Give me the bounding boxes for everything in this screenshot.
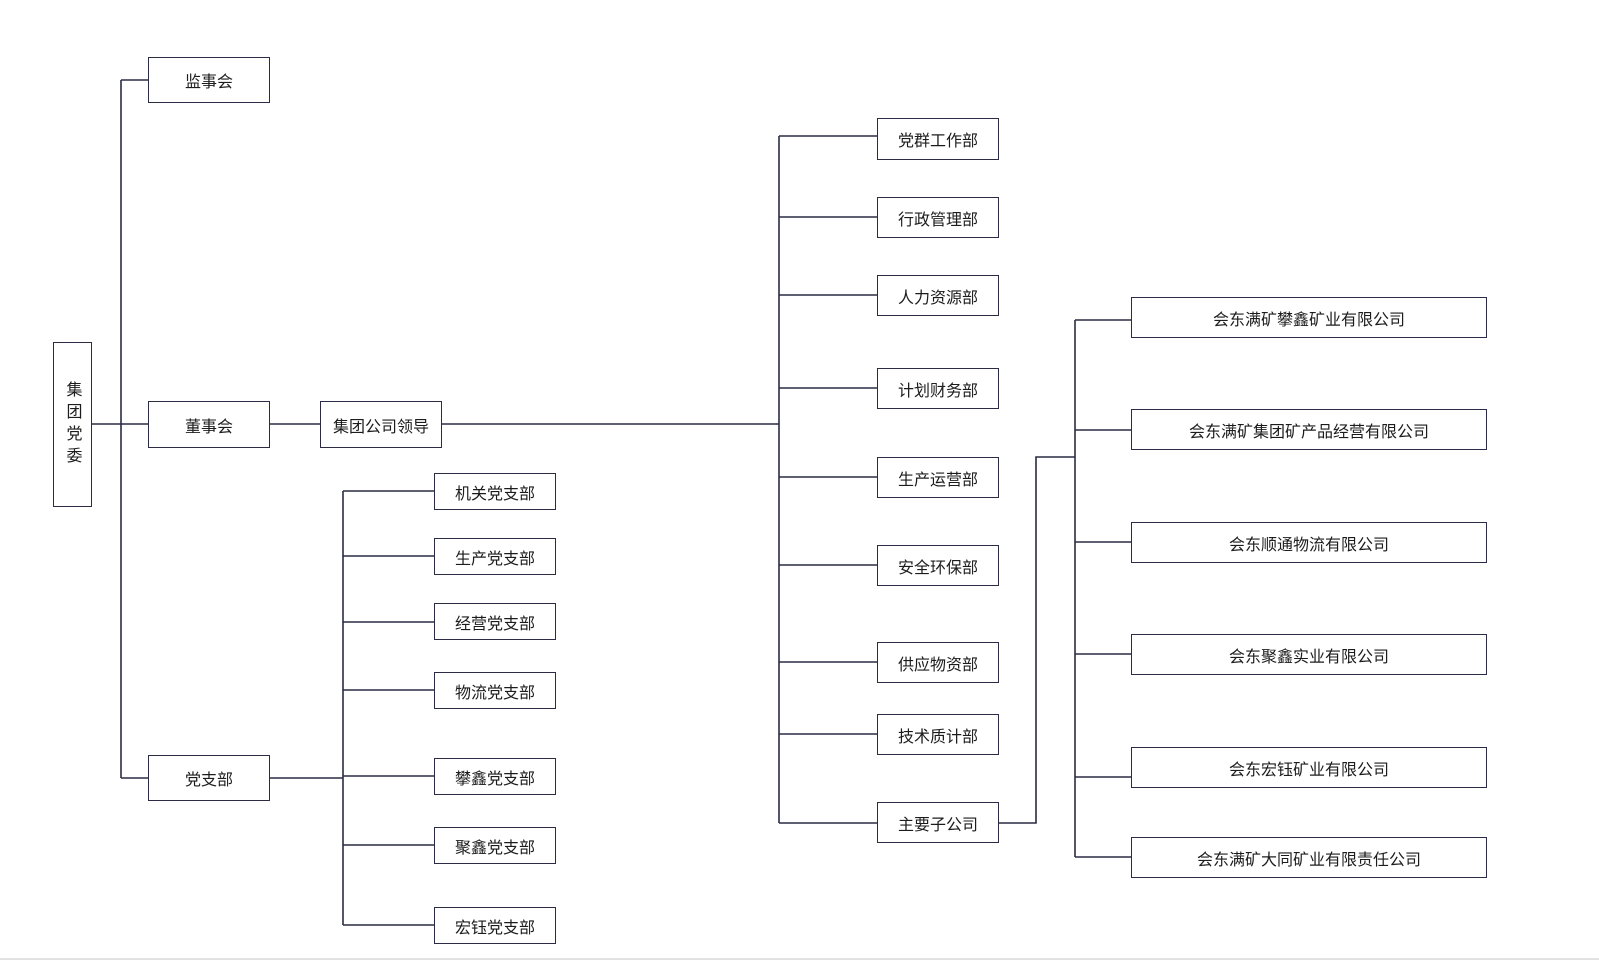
node-subsidiary-datong-mining: 会东满矿大同矿业有限责任公司 — [1131, 837, 1487, 878]
node-dept-administration: 行政管理部 — [877, 197, 999, 238]
node-subsidiary-juxin-industrial: 会东聚鑫实业有限公司 — [1131, 634, 1487, 675]
bottom-divider — [0, 958, 1599, 960]
connector-subsidiaries-elbow — [999, 456, 1075, 824]
node-subsidiary-shuntong-logistics: 会东顺通物流有限公司 — [1131, 522, 1487, 563]
node-dept-supply: 供应物资部 — [877, 642, 999, 683]
node-dept-safety-env: 安全环保部 — [877, 545, 999, 586]
node-subsidiary-panxin-mining: 会东满矿攀鑫矿业有限公司 — [1131, 297, 1487, 338]
node-board-of-directors: 董事会 — [148, 401, 270, 448]
node-branch-logistics: 物流党支部 — [434, 672, 556, 709]
node-dept-technical-quality: 技术质计部 — [877, 714, 999, 755]
node-branch-panxin: 攀鑫党支部 — [434, 758, 556, 795]
node-branch-production: 生产党支部 — [434, 538, 556, 575]
node-supervisory-board: 监事会 — [148, 57, 270, 103]
node-dept-main-subsidiaries: 主要子公司 — [877, 802, 999, 843]
node-branch-juxin: 聚鑫党支部 — [434, 827, 556, 864]
node-dept-human-resources: 人力资源部 — [877, 275, 999, 316]
node-party-branch: 党支部 — [148, 755, 270, 801]
node-subsidiary-hongyu-mining: 会东宏钰矿业有限公司 — [1131, 747, 1487, 788]
node-branch-operations: 经营党支部 — [434, 603, 556, 640]
node-dept-finance: 计划财务部 — [877, 368, 999, 409]
node-branch-organ: 机关党支部 — [434, 473, 556, 510]
node-group-leadership: 集团公司领导 — [320, 401, 442, 448]
node-subsidiary-mineral-trading: 会东满矿集团矿产品经营有限公司 — [1131, 409, 1487, 450]
node-branch-hongyu: 宏钰党支部 — [434, 907, 556, 944]
node-dept-production-ops: 生产运营部 — [877, 457, 999, 498]
node-dept-party-mass: 党群工作部 — [877, 118, 999, 160]
root-node: 集团党委 — [53, 342, 92, 507]
